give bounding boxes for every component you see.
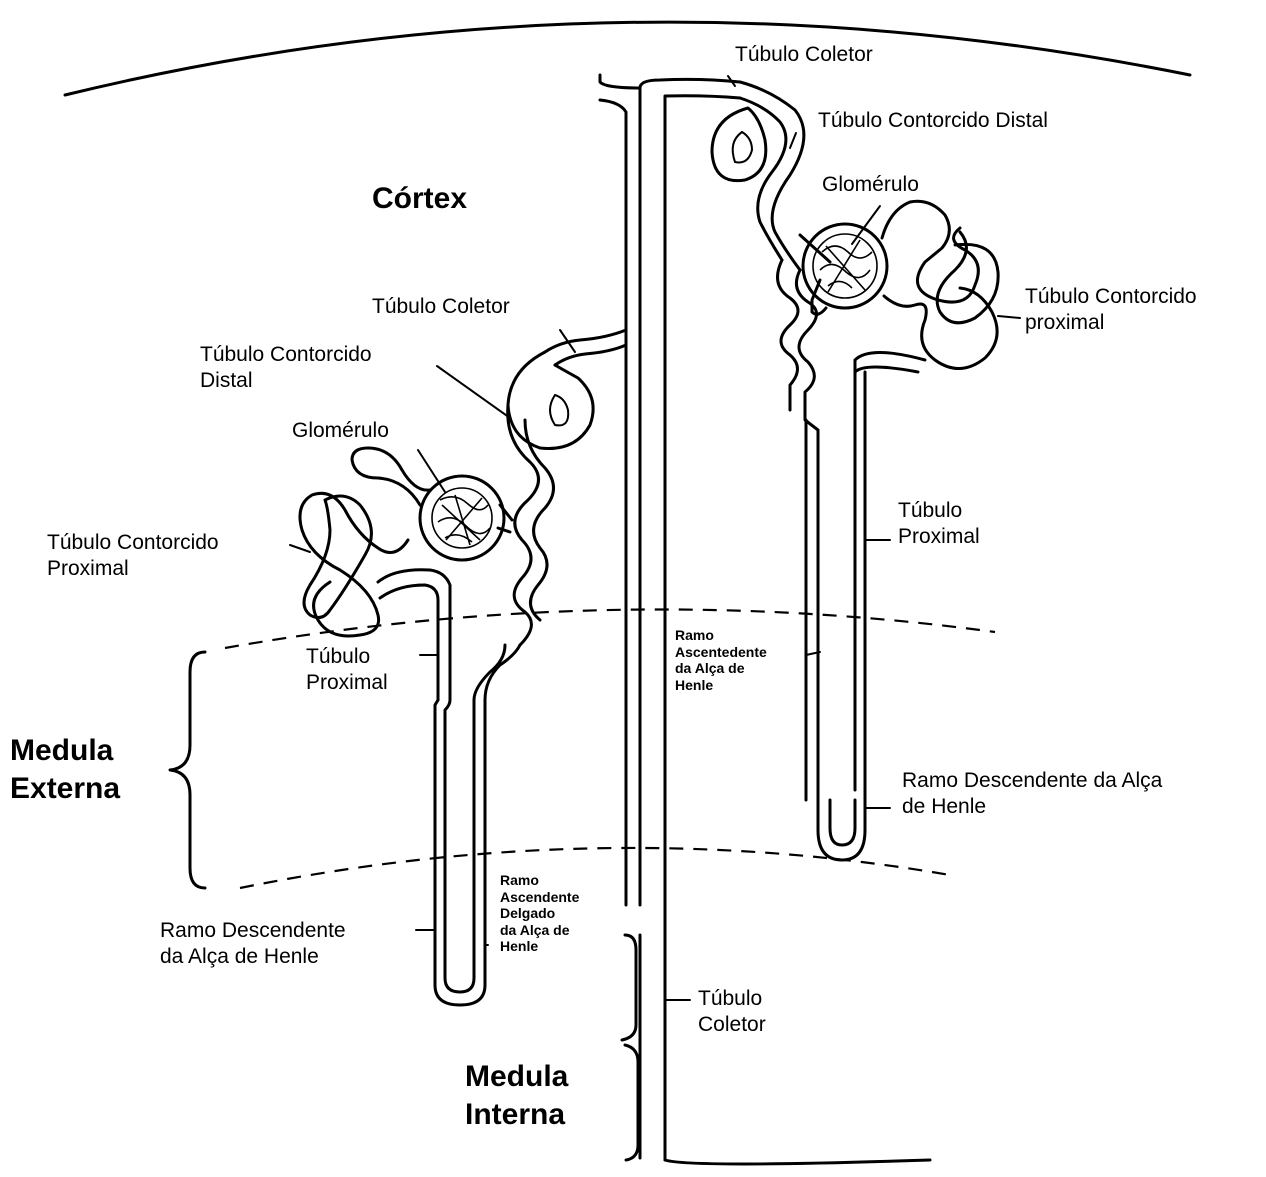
right-glomerulus-label: Glomérulo xyxy=(822,172,919,198)
outer-medulla-boundary-line xyxy=(240,848,950,888)
leader-left-proximal-convoluted xyxy=(290,545,310,552)
right-proximal-tubule xyxy=(855,353,925,791)
right-distal-convoluted-label: Túbulo Contorcido Distal xyxy=(818,108,1048,134)
cortex-boundary-line xyxy=(225,609,995,648)
left-proximal-convoluted xyxy=(300,448,430,636)
outer-medulla-brace xyxy=(170,652,205,888)
collecting-duct-lower xyxy=(640,935,930,1164)
right-glomerulus-capillaries xyxy=(820,240,872,292)
left-glomerulus-label: Glomérulo xyxy=(292,418,389,444)
right-tubule-wavy xyxy=(778,260,819,800)
leader-right-proximal-convoluted xyxy=(998,316,1020,318)
right-distal-loop-inner xyxy=(733,132,752,163)
right-proximal-convoluted xyxy=(882,201,997,368)
left-thin-ascending-limb xyxy=(474,645,520,850)
leader-left-distal xyxy=(437,366,510,418)
left-distal-loop-inner xyxy=(550,395,568,425)
kidney-capsule-arc xyxy=(65,22,1190,95)
left-collecting-branch xyxy=(545,330,626,365)
leader-left-glomerulus xyxy=(418,450,445,492)
left-glomerulus-capillaries xyxy=(438,495,490,545)
right-bowman-capsule xyxy=(803,224,887,308)
left-loop-of-henle xyxy=(435,840,485,1005)
cortex-label: Córtex xyxy=(372,180,467,218)
left-collecting-tubule-label: Túbulo Coletor xyxy=(372,294,510,320)
left-distal-tubule xyxy=(508,405,554,645)
leader-right-distal xyxy=(790,133,796,148)
center-ascending-limb-label: Ramo Ascentedente da Alça de Henle xyxy=(675,627,767,693)
left-distal-loop xyxy=(508,352,593,449)
right-glomerulus-tuft xyxy=(813,234,877,298)
right-loop-of-henle xyxy=(818,790,865,860)
left-proximal-tubule-connection xyxy=(378,570,450,700)
right-collecting-tubule-label: Túbulo Coletor xyxy=(735,42,873,68)
right-distal-loop xyxy=(712,108,766,181)
left-thin-ascending-limb-label: Ramo Ascendente Delgado da Alça de Henle xyxy=(500,872,579,955)
inner-medulla-bracket xyxy=(622,935,638,1160)
